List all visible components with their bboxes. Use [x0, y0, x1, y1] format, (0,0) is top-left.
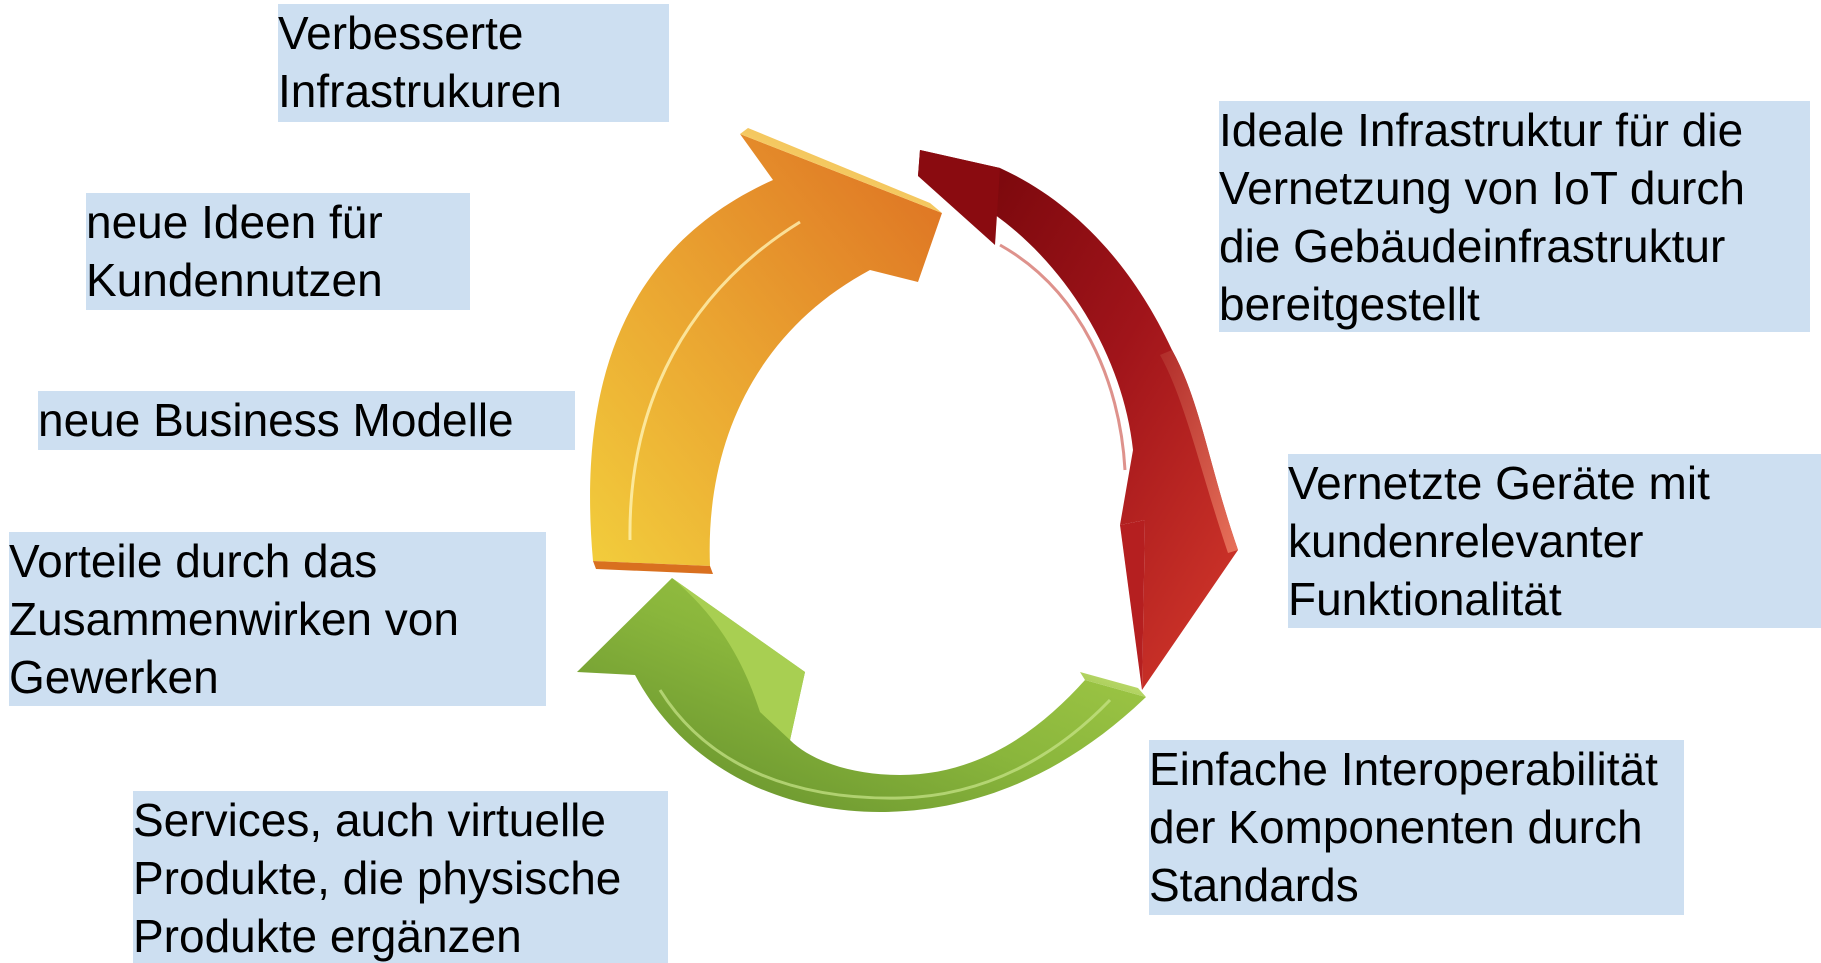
label-verbesserte-infrastrukturen: Verbesserte Infrastrukuren — [278, 4, 669, 122]
label-neue-ideen: neue Ideen für Kundennutzen — [86, 193, 470, 310]
orange-arrow — [590, 128, 942, 574]
label-ideale-infrastruktur: Ideale Infrastruktur für die Vernetzung … — [1219, 101, 1810, 332]
label-neue-business-modelle: neue Business Modelle — [38, 391, 575, 450]
red-arrow — [918, 150, 1238, 690]
label-vernetzte-geraete: Vernetzte Geräte mit kundenrelevanter Fu… — [1288, 454, 1821, 628]
label-vorteile-gewerke: Vorteile durch das Zusammenwirken von Ge… — [9, 532, 546, 706]
green-arrow — [577, 578, 1146, 812]
label-services: Services, auch virtuelle Produkte, die p… — [133, 791, 668, 963]
label-interoperabilitaet: Einfache Interoperabilität der Komponent… — [1149, 740, 1684, 915]
